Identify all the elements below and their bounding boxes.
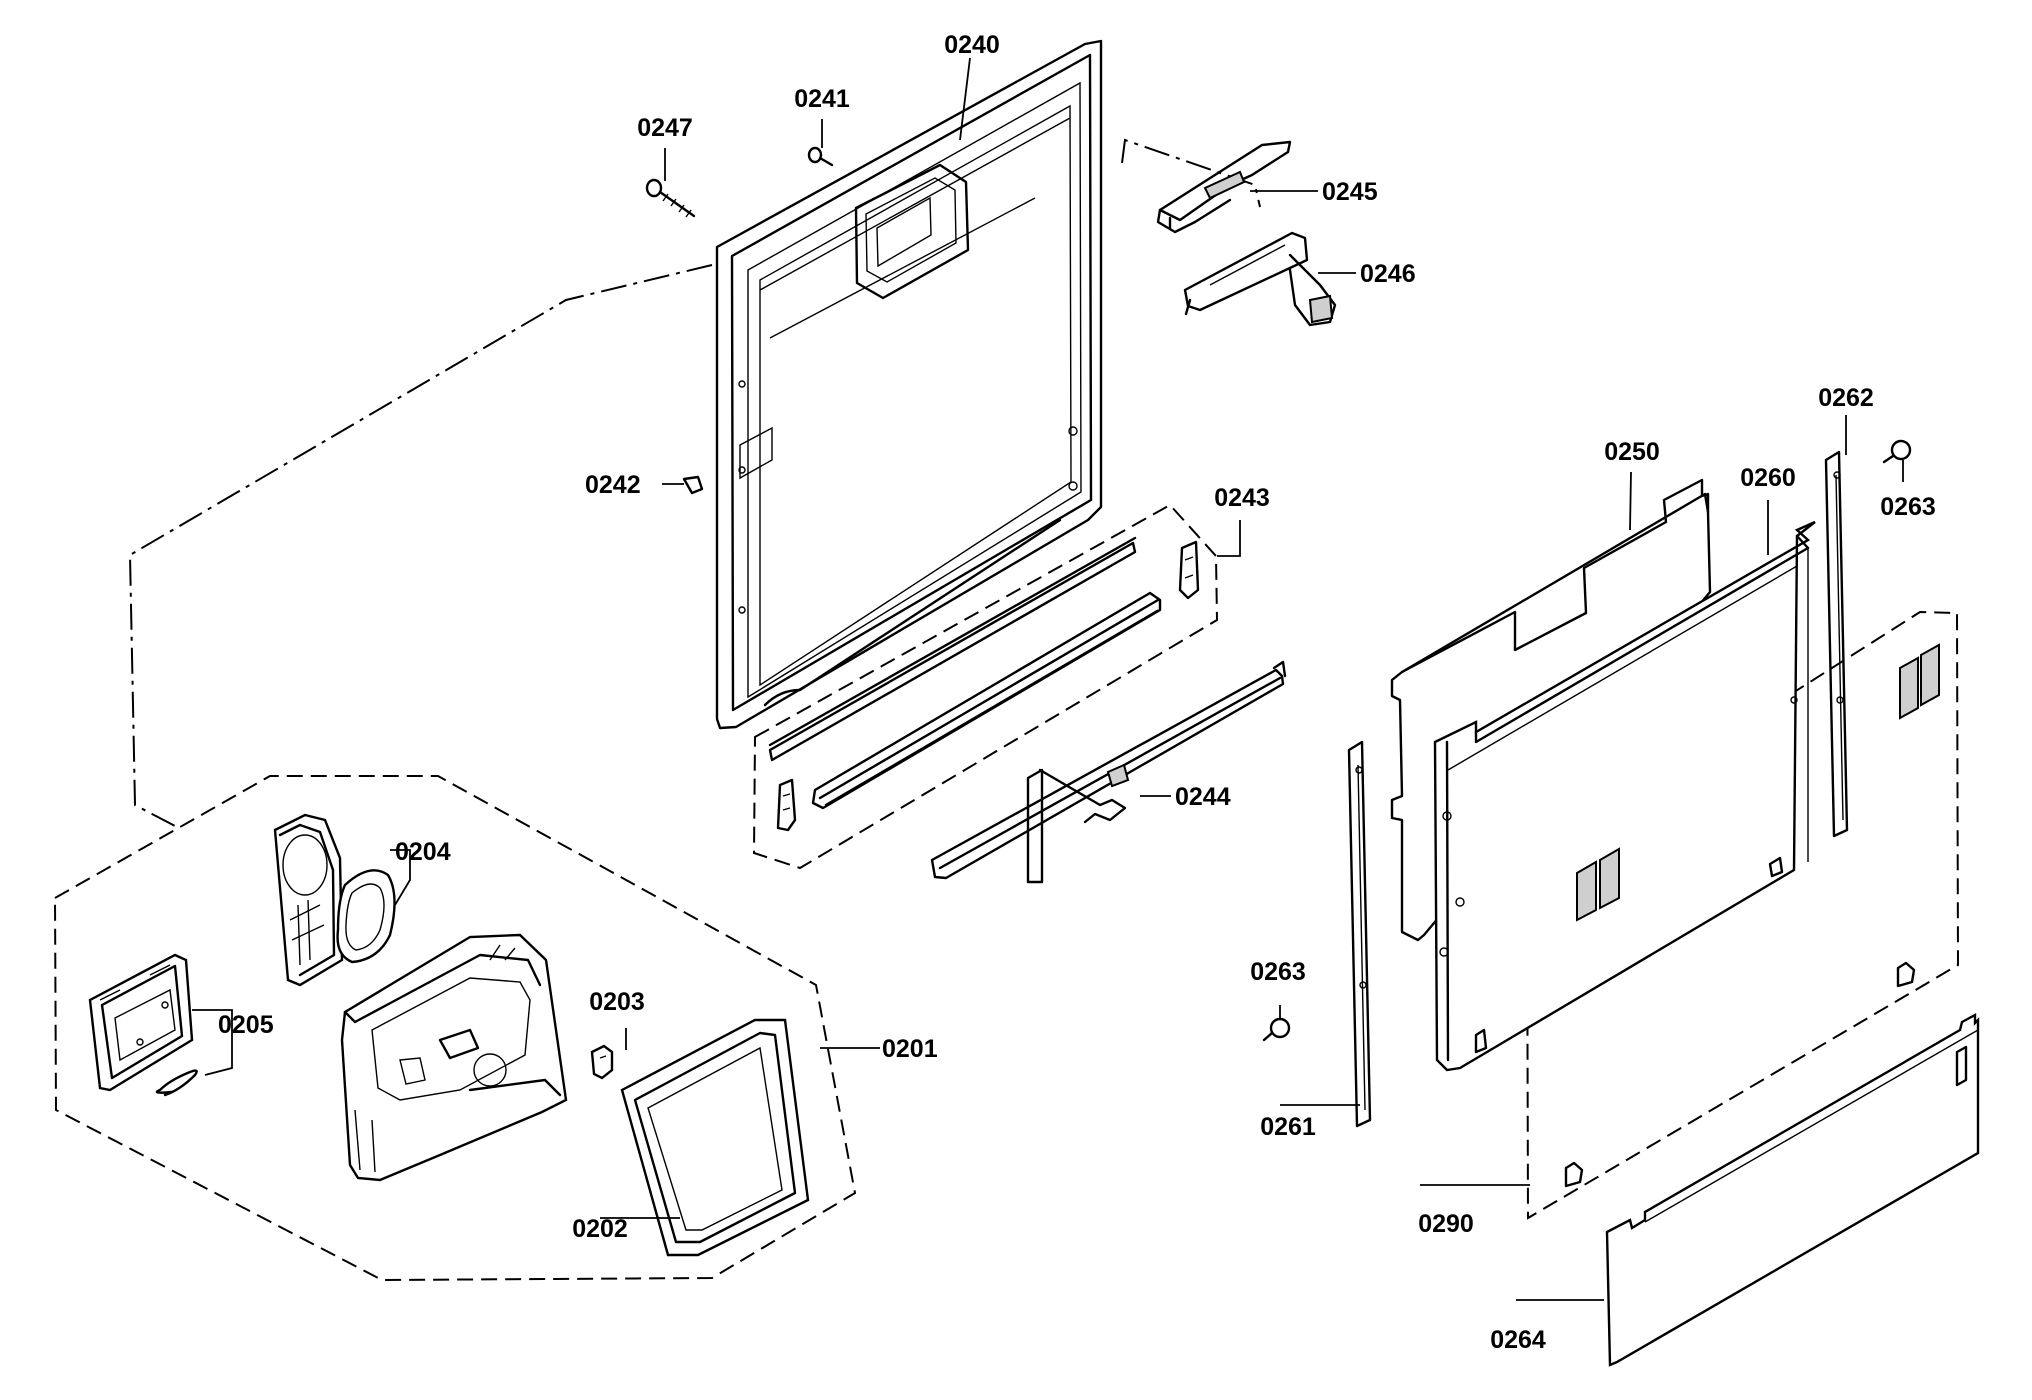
lower-strip-group-outline (752, 503, 1219, 870)
label-0247: 0247 (637, 114, 693, 142)
rail-0244 (930, 660, 1287, 884)
label-0204: 0204 (395, 838, 451, 866)
screw-0263-upper (1882, 439, 1912, 464)
control-panel-group-outline (53, 775, 857, 1282)
label-0245: 0245 (1322, 178, 1378, 206)
label-0242: 0242 (585, 471, 641, 499)
panel-0250 (1390, 478, 1712, 942)
label-0260: 0260 (1740, 464, 1796, 492)
wire-0205 (155, 1069, 198, 1097)
inner-door-reference-line (128, 264, 713, 827)
reinforcement-reference-line (1121, 138, 1261, 208)
label-0261: 0261 (1260, 1113, 1316, 1141)
module-0205 (88, 953, 194, 1092)
clip-0242 (682, 475, 704, 495)
label-0250: 0250 (1604, 438, 1660, 466)
screw-0241 (807, 146, 834, 167)
strip-0261 (1347, 740, 1372, 1128)
label-0263-lower: 0263 (1250, 958, 1306, 986)
lower-strip-0243 (768, 536, 1200, 832)
label-0290: 0290 (1418, 1210, 1474, 1238)
strip-0262 (1824, 450, 1849, 838)
panel-accessory-group-outline (1525, 610, 1960, 1220)
label-0246: 0246 (1360, 260, 1416, 288)
label-0241: 0241 (794, 85, 850, 113)
label-0205: 0205 (218, 1011, 274, 1039)
panel-0260 (1433, 520, 1816, 1072)
accessories-0290 (1564, 643, 1940, 1188)
panel-0264 (1605, 1012, 1980, 1367)
inner-door-frame (715, 39, 1103, 730)
label-0264: 0264 (1490, 1326, 1546, 1354)
label-0202: 0202 (572, 1215, 628, 1243)
label-0262: 0262 (1818, 384, 1874, 412)
leader-lines (192, 57, 1904, 1301)
label-0240: 0240 (944, 31, 1000, 59)
bracket-0245 (1156, 140, 1292, 234)
screw-0263-lower (1262, 1017, 1291, 1042)
label-0263-upper: 0263 (1880, 493, 1936, 521)
label-0203: 0203 (589, 988, 645, 1016)
label-0243: 0243 (1214, 484, 1270, 512)
part-labels: 0240 0241 0247 0245 0246 0242 0243 0244 … (218, 31, 1936, 1354)
assembly-outline-group (53, 138, 1960, 1282)
screw-0247 (645, 178, 696, 218)
gasket-0202 (620, 1018, 810, 1257)
clip-0203 (590, 1044, 614, 1080)
control-module-0201 (340, 933, 568, 1182)
bracket-0204 (273, 813, 344, 987)
label-0201: 0201 (882, 1035, 938, 1063)
label-0244: 0244 (1175, 783, 1231, 811)
seal-0204 (336, 869, 396, 964)
hinge-bracket-0246 (1183, 231, 1337, 327)
